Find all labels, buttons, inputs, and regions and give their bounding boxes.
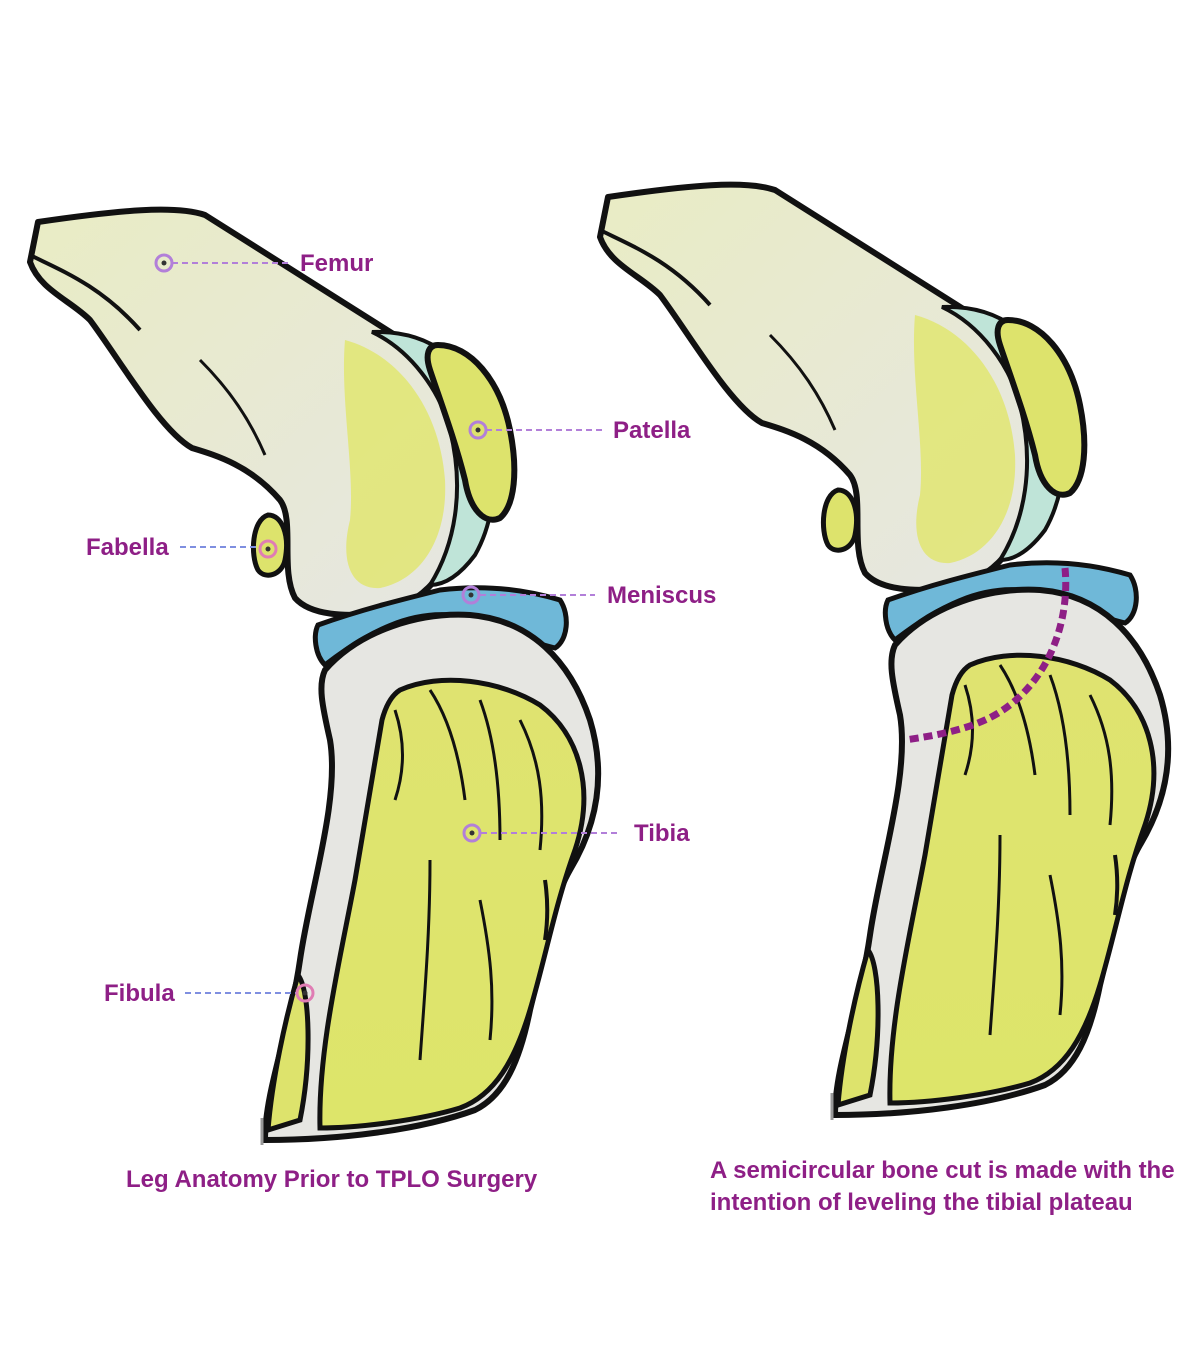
label-markers	[154, 253, 488, 1003]
fabella-marker	[258, 539, 278, 559]
fabella-label: Fabella	[86, 534, 169, 561]
tibia-marker	[462, 823, 482, 843]
patella-label: Patella	[613, 417, 691, 444]
fibula-label: Fibula	[104, 980, 175, 1007]
femur-marker	[154, 253, 174, 273]
right-leg-illustration	[600, 185, 1168, 1120]
fibula-marker	[295, 983, 315, 1003]
right-caption: A semicircular bone cut is made with the…	[710, 1157, 1175, 1216]
label-leaders	[172, 262, 620, 994]
meniscus-marker	[461, 585, 481, 605]
left-caption: Leg Anatomy Prior to TPLO Surgery	[126, 1166, 538, 1193]
femur-label: Femur	[300, 250, 374, 277]
meniscus-label: Meniscus	[607, 582, 717, 609]
tibia-label: Tibia	[634, 820, 690, 847]
patella-marker	[468, 420, 488, 440]
tplo-cut-line	[904, 567, 1070, 744]
